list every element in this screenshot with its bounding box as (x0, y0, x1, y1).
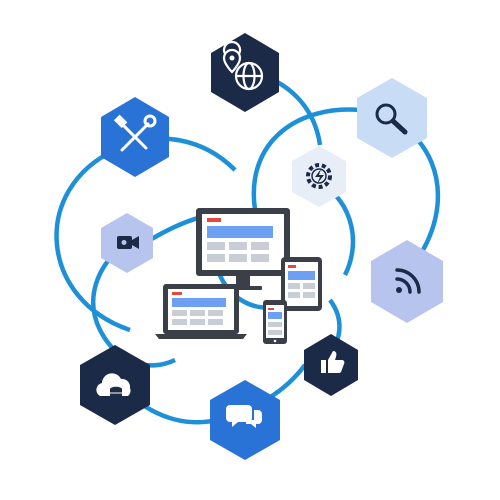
node-cloud-storage[interactable] (80, 345, 150, 425)
video-camera-icon (117, 236, 139, 249)
wrench-screwdriver-icon (113, 114, 157, 152)
tablet (281, 257, 322, 311)
magnifier-icon (375, 103, 408, 135)
node-tools[interactable] (101, 97, 169, 177)
cloud-database-icon (96, 373, 131, 397)
node-chat[interactable] (210, 380, 280, 460)
ring-left (54, 136, 237, 333)
desktop-monitor (196, 208, 290, 290)
hex-search (357, 78, 427, 158)
rss-feed-icon (395, 268, 421, 294)
smartphone (263, 300, 287, 344)
hex-location-globe (211, 33, 279, 112)
thumbs-up-icon (321, 351, 345, 373)
chat-bubbles-icon (226, 405, 262, 428)
node-video[interactable] (101, 213, 153, 273)
node-settings[interactable] (292, 146, 346, 207)
node-rss[interactable] (371, 240, 443, 323)
node-location-globe[interactable] (211, 33, 279, 112)
node-like[interactable] (304, 334, 358, 396)
map-pin-globe-icon (222, 40, 264, 91)
laptop (155, 284, 247, 339)
node-search[interactable] (357, 78, 427, 158)
gear-lightning-icon (306, 163, 332, 189)
